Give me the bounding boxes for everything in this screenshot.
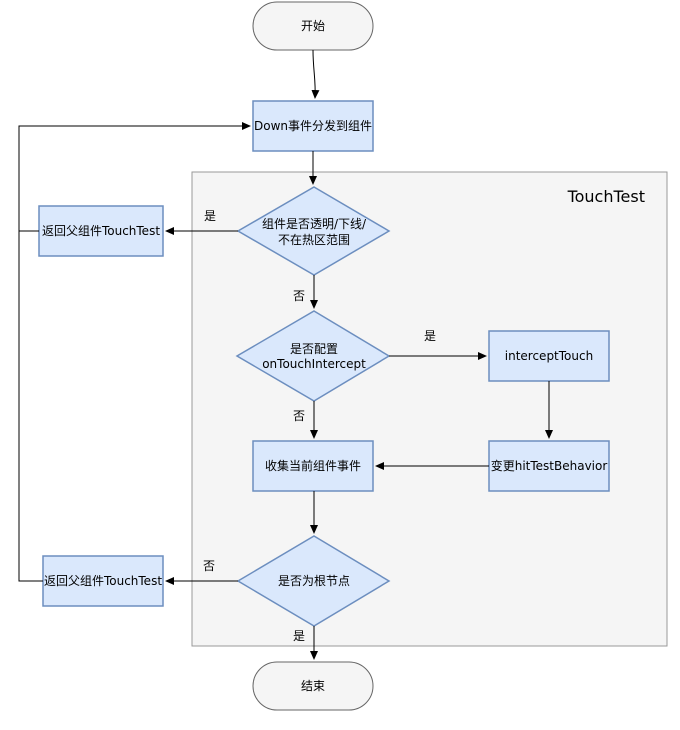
return-parent-1-label: 返回父组件TouchTest — [42, 224, 160, 238]
check-root-label: 是否为根节点 — [278, 574, 350, 588]
label-no-3: 否 — [203, 559, 215, 573]
end-node: 结束 — [252, 661, 374, 711]
label-yes-2: 是 — [424, 329, 436, 343]
change-behavior-node: 变更hitTestBehavior — [488, 440, 610, 492]
return-parent-1-node: 返回父组件TouchTest — [38, 205, 164, 257]
label-yes-3: 是 — [293, 629, 305, 643]
end-label: 结束 — [301, 679, 325, 693]
edge-start-dispatch — [311, 49, 320, 99]
label-no-2: 否 — [293, 409, 305, 423]
intercept-touch-node: interceptTouch — [488, 330, 610, 382]
check-transparent-line1: 组件是否透明/下线/ — [262, 217, 367, 231]
check-intercept-line1: 是否配置 — [290, 342, 338, 356]
edge-loop-back — [18, 122, 251, 582]
return-parent-2-label: 返回父组件TouchTest — [44, 574, 162, 588]
dispatch-label: Down事件分发到组件 — [254, 118, 372, 133]
group-label: TouchTest — [567, 187, 645, 206]
label-no-1: 否 — [293, 289, 305, 303]
label-yes-1: 是 — [204, 209, 216, 223]
check-transparent-line2: 不在热区范围 — [278, 233, 350, 247]
start-label: 开始 — [301, 19, 325, 33]
check-transparent-node: 组件是否透明/下线/ 不在热区范围 — [236, 186, 391, 276]
check-intercept-node: 是否配置 onTouchIntercept — [235, 310, 391, 402]
collect-events-label: 收集当前组件事件 — [265, 458, 361, 473]
dispatch-node: Down事件分发到组件 — [252, 100, 374, 152]
change-behavior-label: 变更hitTestBehavior — [491, 458, 608, 473]
return-parent-2-node: 返回父组件TouchTest — [42, 555, 164, 607]
check-intercept-line2: onTouchIntercept — [262, 357, 366, 371]
start-node: 开始 — [252, 1, 374, 51]
intercept-touch-label: interceptTouch — [505, 349, 593, 363]
collect-events-node: 收集当前组件事件 — [252, 440, 374, 492]
